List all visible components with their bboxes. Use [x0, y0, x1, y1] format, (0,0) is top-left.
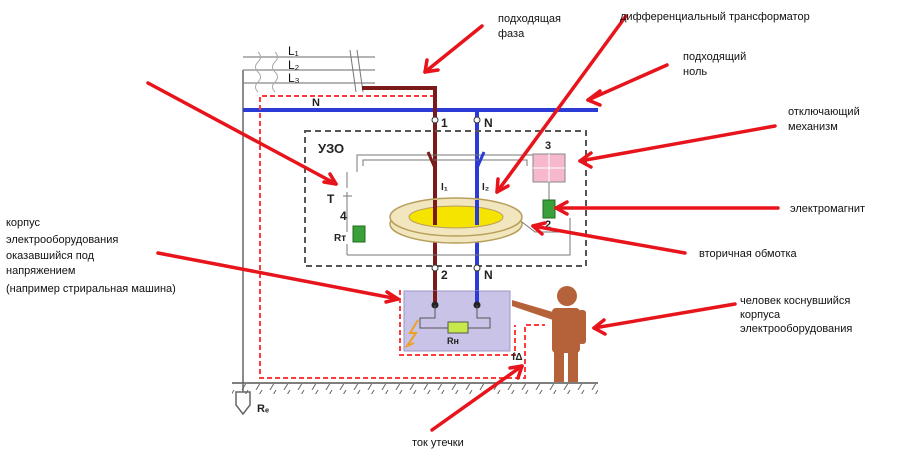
leak-current-path [259, 95, 545, 379]
release-mechanism [532, 153, 566, 183]
label-2-coil: 2 [545, 219, 551, 231]
terminal-1 [431, 116, 439, 124]
label-L2: L₂ [288, 58, 300, 72]
rcd-box [304, 130, 587, 267]
toroid-core [389, 197, 523, 244]
load-resistor [447, 321, 469, 334]
test-button [343, 172, 571, 256]
phase-contact [426, 151, 437, 169]
terminal-N-bottom [473, 264, 481, 272]
neutral-contact [475, 151, 486, 169]
annotation-incoming-neutral-2: ноль [683, 66, 707, 78]
terminal-2-label: 2 [441, 268, 448, 282]
terminal-2 [431, 264, 439, 272]
label-uzo: УЗО [318, 141, 344, 156]
label-N-line: N [312, 97, 320, 109]
annotation-secondary-winding: вторичная обмотка [699, 248, 798, 260]
equipment-case [403, 290, 511, 352]
ground [232, 382, 598, 394]
annotation-electromagnet: электромагнит [790, 203, 865, 215]
phase-lines [243, 49, 375, 93]
label-RT: Rт [334, 233, 346, 244]
annotation-person-3: электрооборудования [740, 323, 852, 335]
annotation-incoming-neutral-1: подходящий [683, 51, 746, 63]
label-fa: fΔ [512, 352, 523, 363]
label-I1: I₁ [441, 182, 448, 193]
annotation-equipment-case-5: (например стриральная машина) [6, 283, 176, 295]
annotation-equipment-case-2: электрооборудования [6, 234, 118, 246]
label-T: T [327, 192, 335, 206]
phase-conductor [362, 86, 437, 305]
label-L1: L₁ [288, 44, 299, 58]
annotation-person-2: корпуса [740, 309, 781, 321]
terminal-1-label: 1 [441, 116, 448, 130]
annotation-equipment-case-3: оказавшийся под [6, 250, 95, 262]
annotation-incoming-phase-2: фаза [498, 28, 525, 40]
label-3: 3 [545, 140, 551, 152]
annotation-incoming-phase-1: подходящая [498, 13, 561, 25]
annotation-diff-transformer: дифференциальный трансформатор [620, 11, 810, 23]
terminal-N-top-label: N [484, 116, 493, 130]
label-4: 4 [340, 209, 347, 223]
label-L3: L₃ [288, 71, 300, 85]
annotation-leak-current: ток утечки [412, 437, 464, 449]
annotation-arrows [146, 14, 780, 432]
label-RE: Rₑ [257, 403, 269, 415]
electromagnet [542, 199, 556, 219]
label-I2: I₂ [482, 182, 489, 193]
annotation-release-mechanism-1: отключающий [788, 106, 860, 118]
lightning-icon [404, 319, 419, 349]
terminal-N-top [473, 116, 481, 124]
annotation-equipment-case-4: напряжением [6, 265, 75, 277]
mechanical-linkage [356, 154, 534, 172]
ground-electrode [235, 70, 251, 416]
label-RN: Rн [447, 336, 459, 346]
annotation-release-mechanism-2: механизм [788, 121, 838, 133]
test-resistor [352, 225, 366, 243]
person [512, 286, 586, 382]
leak-current-case-outline [399, 290, 516, 356]
terminal-N-bottom-label: N [484, 268, 493, 282]
annotation-equipment-case-1: корпус [6, 217, 41, 229]
annotation-person-1: человек коснувшийся [740, 295, 850, 307]
